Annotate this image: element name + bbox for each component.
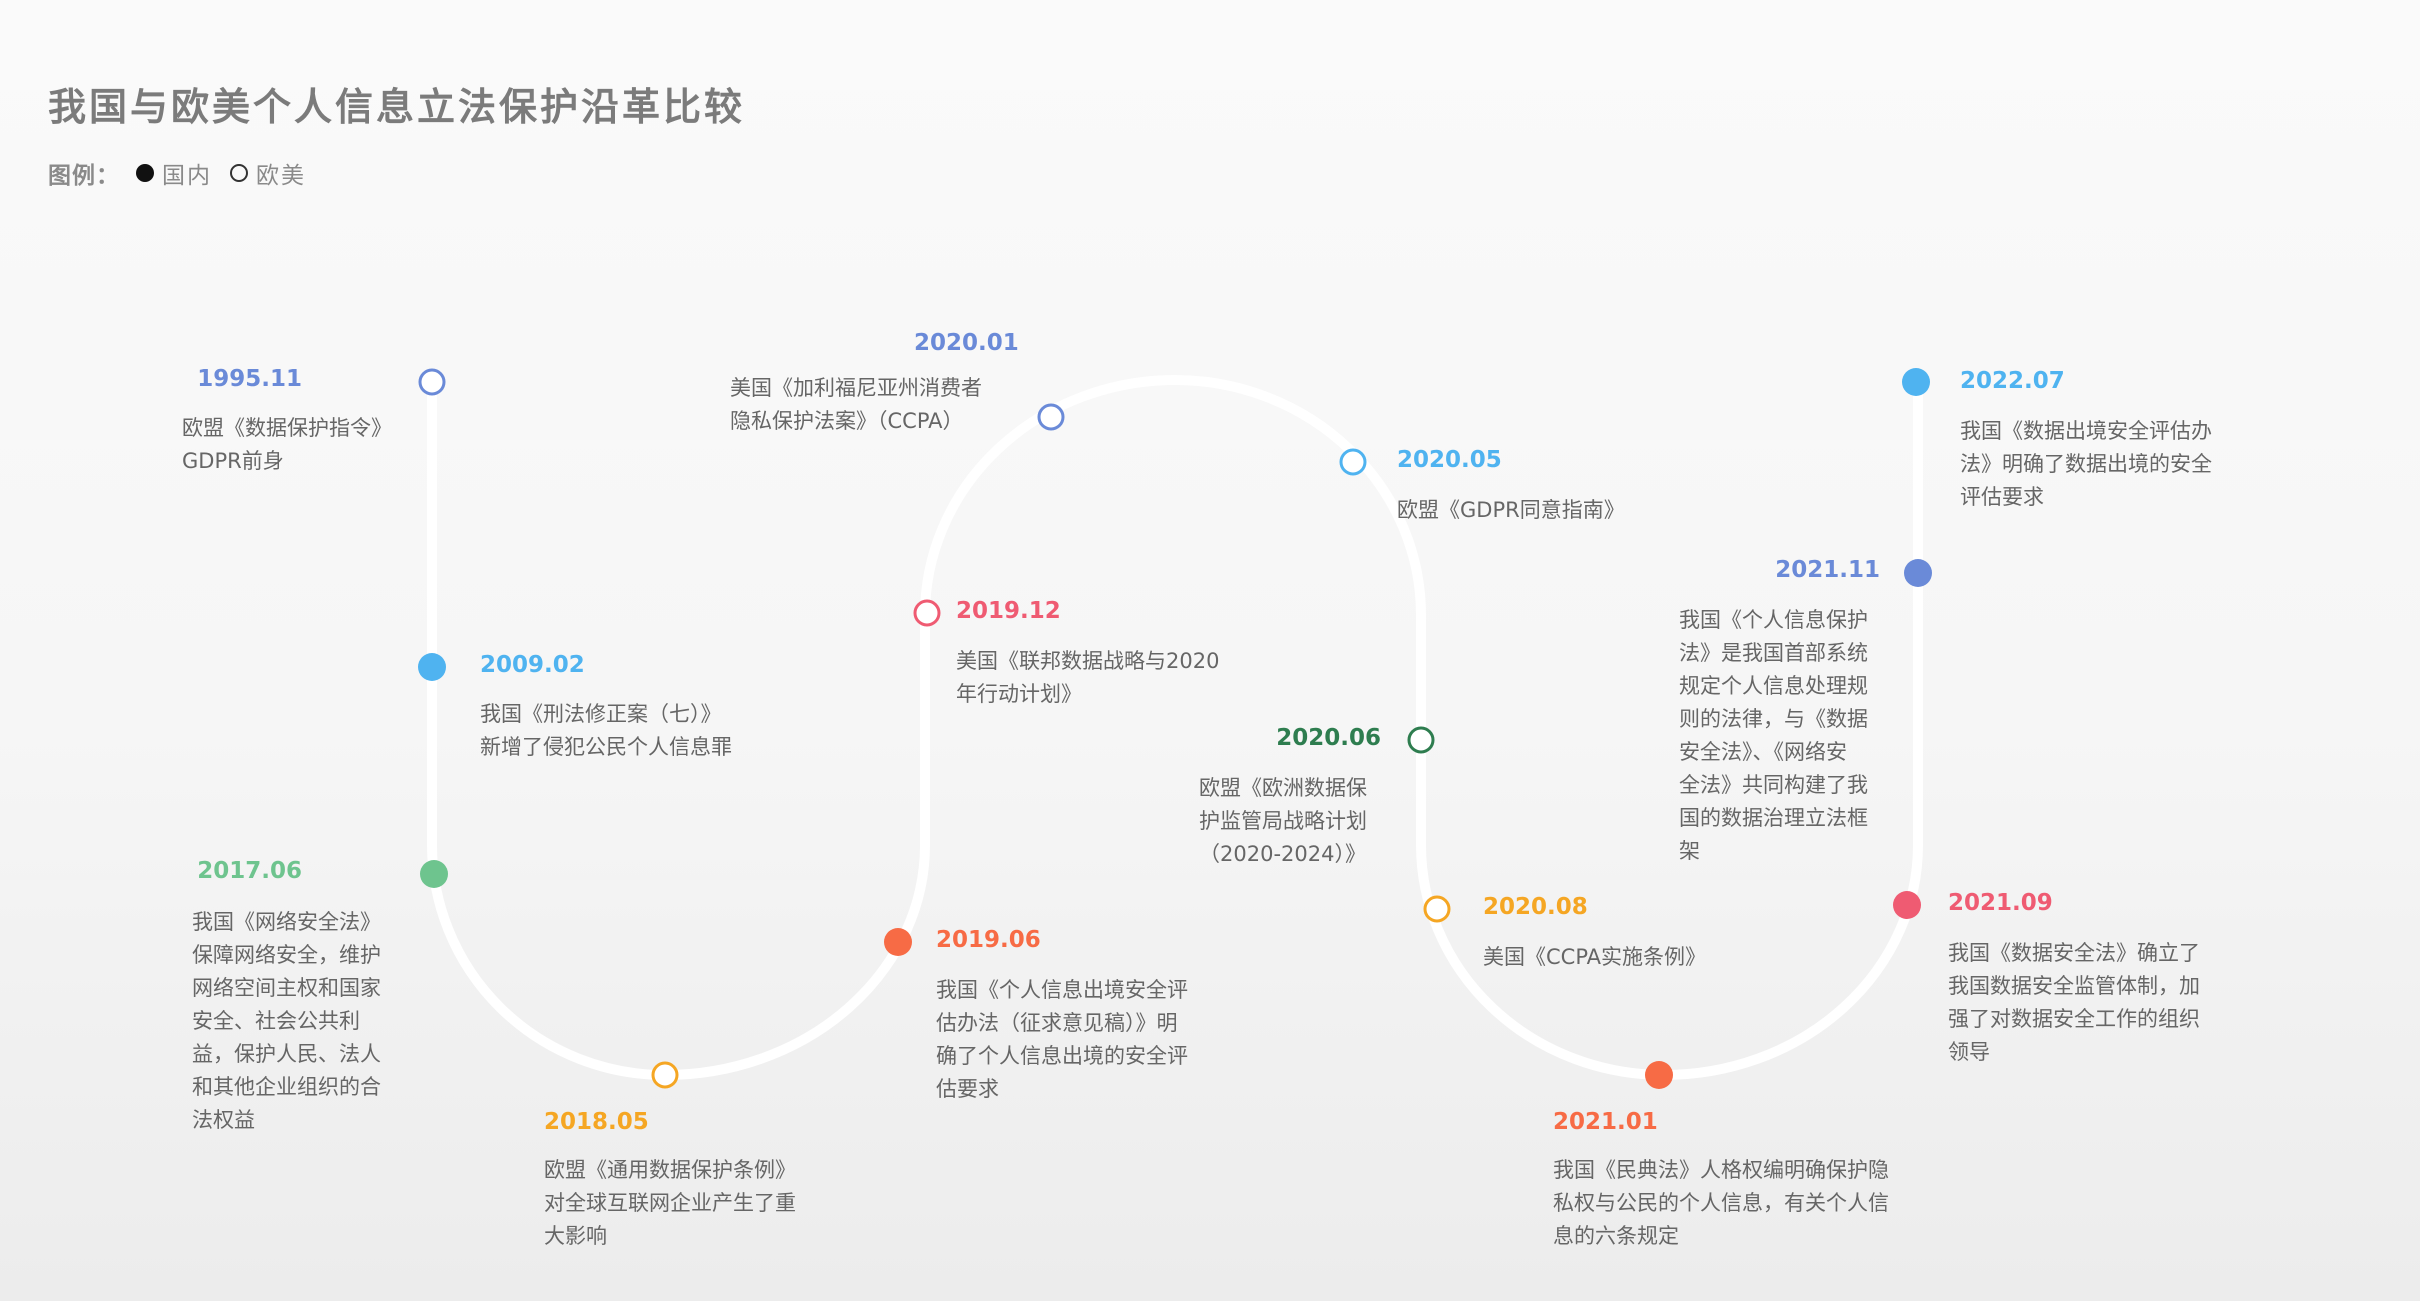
event-date: 2021.09 [1948, 890, 2053, 916]
event-date: 2019.06 [936, 927, 1041, 953]
event-date: 2020.05 [1397, 447, 1502, 473]
filled-circle-icon [884, 928, 912, 956]
legend-domestic: 国内 [162, 163, 212, 189]
hollow-circle-icon [1339, 448, 1367, 476]
event-date: 1995.11 [197, 366, 302, 392]
hollow-circle-icon [418, 368, 446, 396]
filled-circle-icon [1645, 1061, 1673, 1089]
filled-circle-icon [136, 164, 154, 182]
event-description: 我国《个人信息出境安全评 估办法（征求意见稿）》明 确了个人信息出境的安全评 估… [936, 978, 1188, 1101]
event-description: 我国《个人信息保护 法》是我国首部系统 规定个人信息处理规 则的法律，与《数据 … [1679, 608, 1868, 863]
event-description: 欧盟《通用数据保护条例》 对全球互联网企业产生了重 大影响 [544, 1158, 796, 1248]
filled-circle-icon [1902, 368, 1930, 396]
legend-foreign: 欧美 [256, 163, 306, 189]
hollow-circle-icon [230, 164, 248, 182]
event-description: 美国《加利福尼亚州消费者 隐私保护法案》（CCPA） [730, 376, 982, 433]
hollow-circle-icon [1423, 895, 1451, 923]
event-date: 2022.07 [1960, 368, 2065, 394]
event-date: 2020.08 [1483, 894, 1588, 920]
event-description: 美国《联邦数据战略与2020 年行动计划》 [956, 649, 1220, 706]
legend: 图例： 国内 欧美 [48, 156, 324, 190]
event-description: 美国《CCPA实施条例》 [1483, 945, 1707, 969]
hollow-circle-icon [651, 1061, 679, 1089]
legend-label: 图例： [48, 163, 120, 189]
event-description: 欧盟《欧洲数据保 护监管局战略计划 （2020-2024）》 [1199, 776, 1367, 866]
hollow-circle-icon [1407, 726, 1435, 754]
filled-circle-icon [1893, 891, 1921, 919]
event-description: 我国《刑法修正案（七）》 新增了侵犯公民个人信息罪 [480, 702, 732, 759]
event-date: 2020.06 [1276, 725, 1381, 751]
event-date: 2009.02 [480, 652, 585, 678]
event-description: 欧盟《数据保护指令》 GDPR前身 [182, 416, 392, 473]
event-description: 我国《数据出境安全评估办 法》明确了数据出境的安全 评估要求 [1960, 419, 2212, 509]
event-date: 2018.05 [544, 1109, 649, 1135]
filled-circle-icon [1904, 559, 1932, 587]
hollow-circle-icon [913, 599, 941, 627]
event-description: 我国《数据安全法》确立了 我国数据安全监管体制，加 强了对数据安全工作的组织 领… [1948, 941, 2200, 1064]
filled-circle-icon [420, 860, 448, 888]
event-description: 我国《网络安全法》 保障网络安全，维护 网络空间主权和国家 安全、社会公共利 益… [192, 910, 381, 1132]
event-date: 2020.01 [914, 330, 1019, 356]
event-description: 我国《民典法》人格权编明确保护隐 私权与公民的个人信息，有关个人信 息的六条规定 [1553, 1158, 1889, 1248]
filled-circle-icon [418, 653, 446, 681]
event-description: 欧盟《GDPR同意指南》 [1397, 498, 1625, 522]
event-date: 2021.11 [1775, 557, 1880, 583]
page-title: 我国与欧美个人信息立法保护沿革比较 [48, 85, 746, 129]
event-date: 2021.01 [1553, 1109, 1658, 1135]
hollow-circle-icon [1037, 403, 1065, 431]
event-date: 2017.06 [197, 858, 302, 884]
event-date: 2019.12 [956, 598, 1061, 624]
